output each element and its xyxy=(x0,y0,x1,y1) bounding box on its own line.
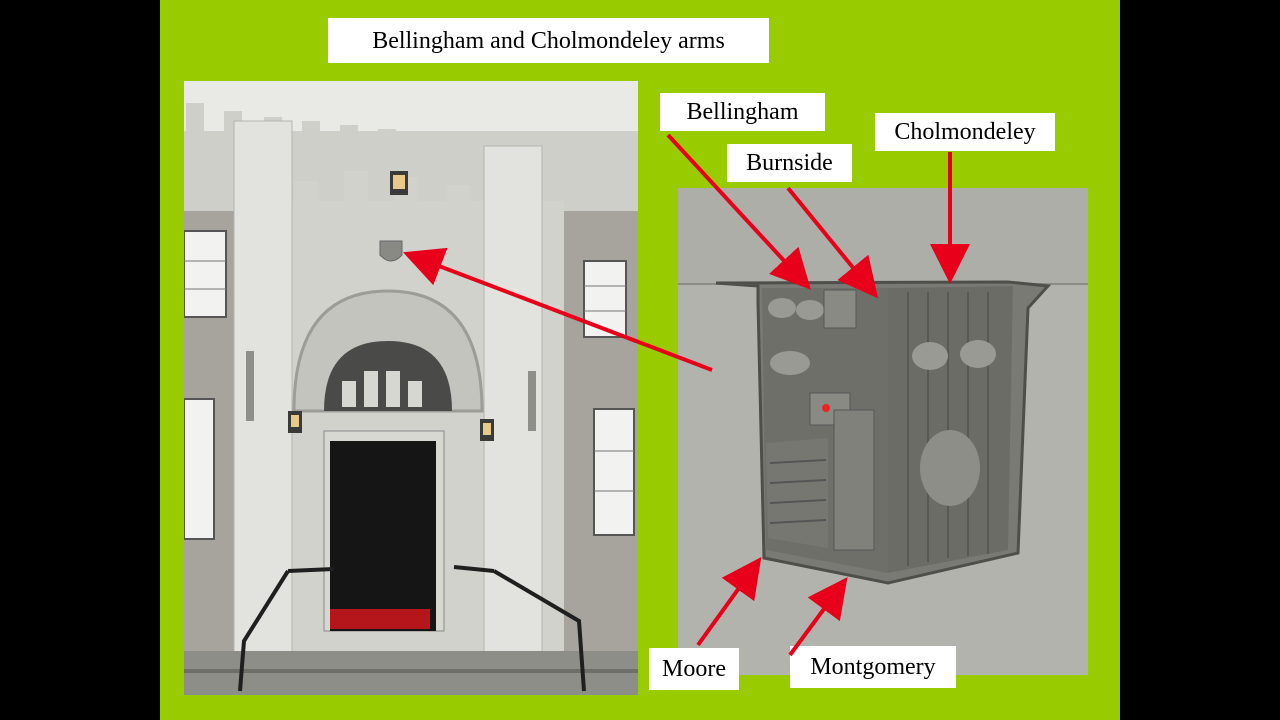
shield xyxy=(715,280,1052,585)
entrance-photo xyxy=(184,81,638,695)
label-montgomery: Montgomery xyxy=(790,646,956,688)
slide: Bellingham and Cholmondeley arms xyxy=(160,0,1120,720)
slide-title: Bellingham and Cholmondeley arms xyxy=(328,18,769,63)
label-moore: Moore xyxy=(649,648,739,690)
label-burnside: Burnside xyxy=(727,144,852,182)
arms-illustration xyxy=(678,188,1088,675)
arms-photo xyxy=(678,188,1088,675)
label-bellingham: Bellingham xyxy=(660,93,825,131)
entrance-illustration xyxy=(184,81,638,695)
label-cholmondeley: Cholmondeley xyxy=(875,113,1055,151)
